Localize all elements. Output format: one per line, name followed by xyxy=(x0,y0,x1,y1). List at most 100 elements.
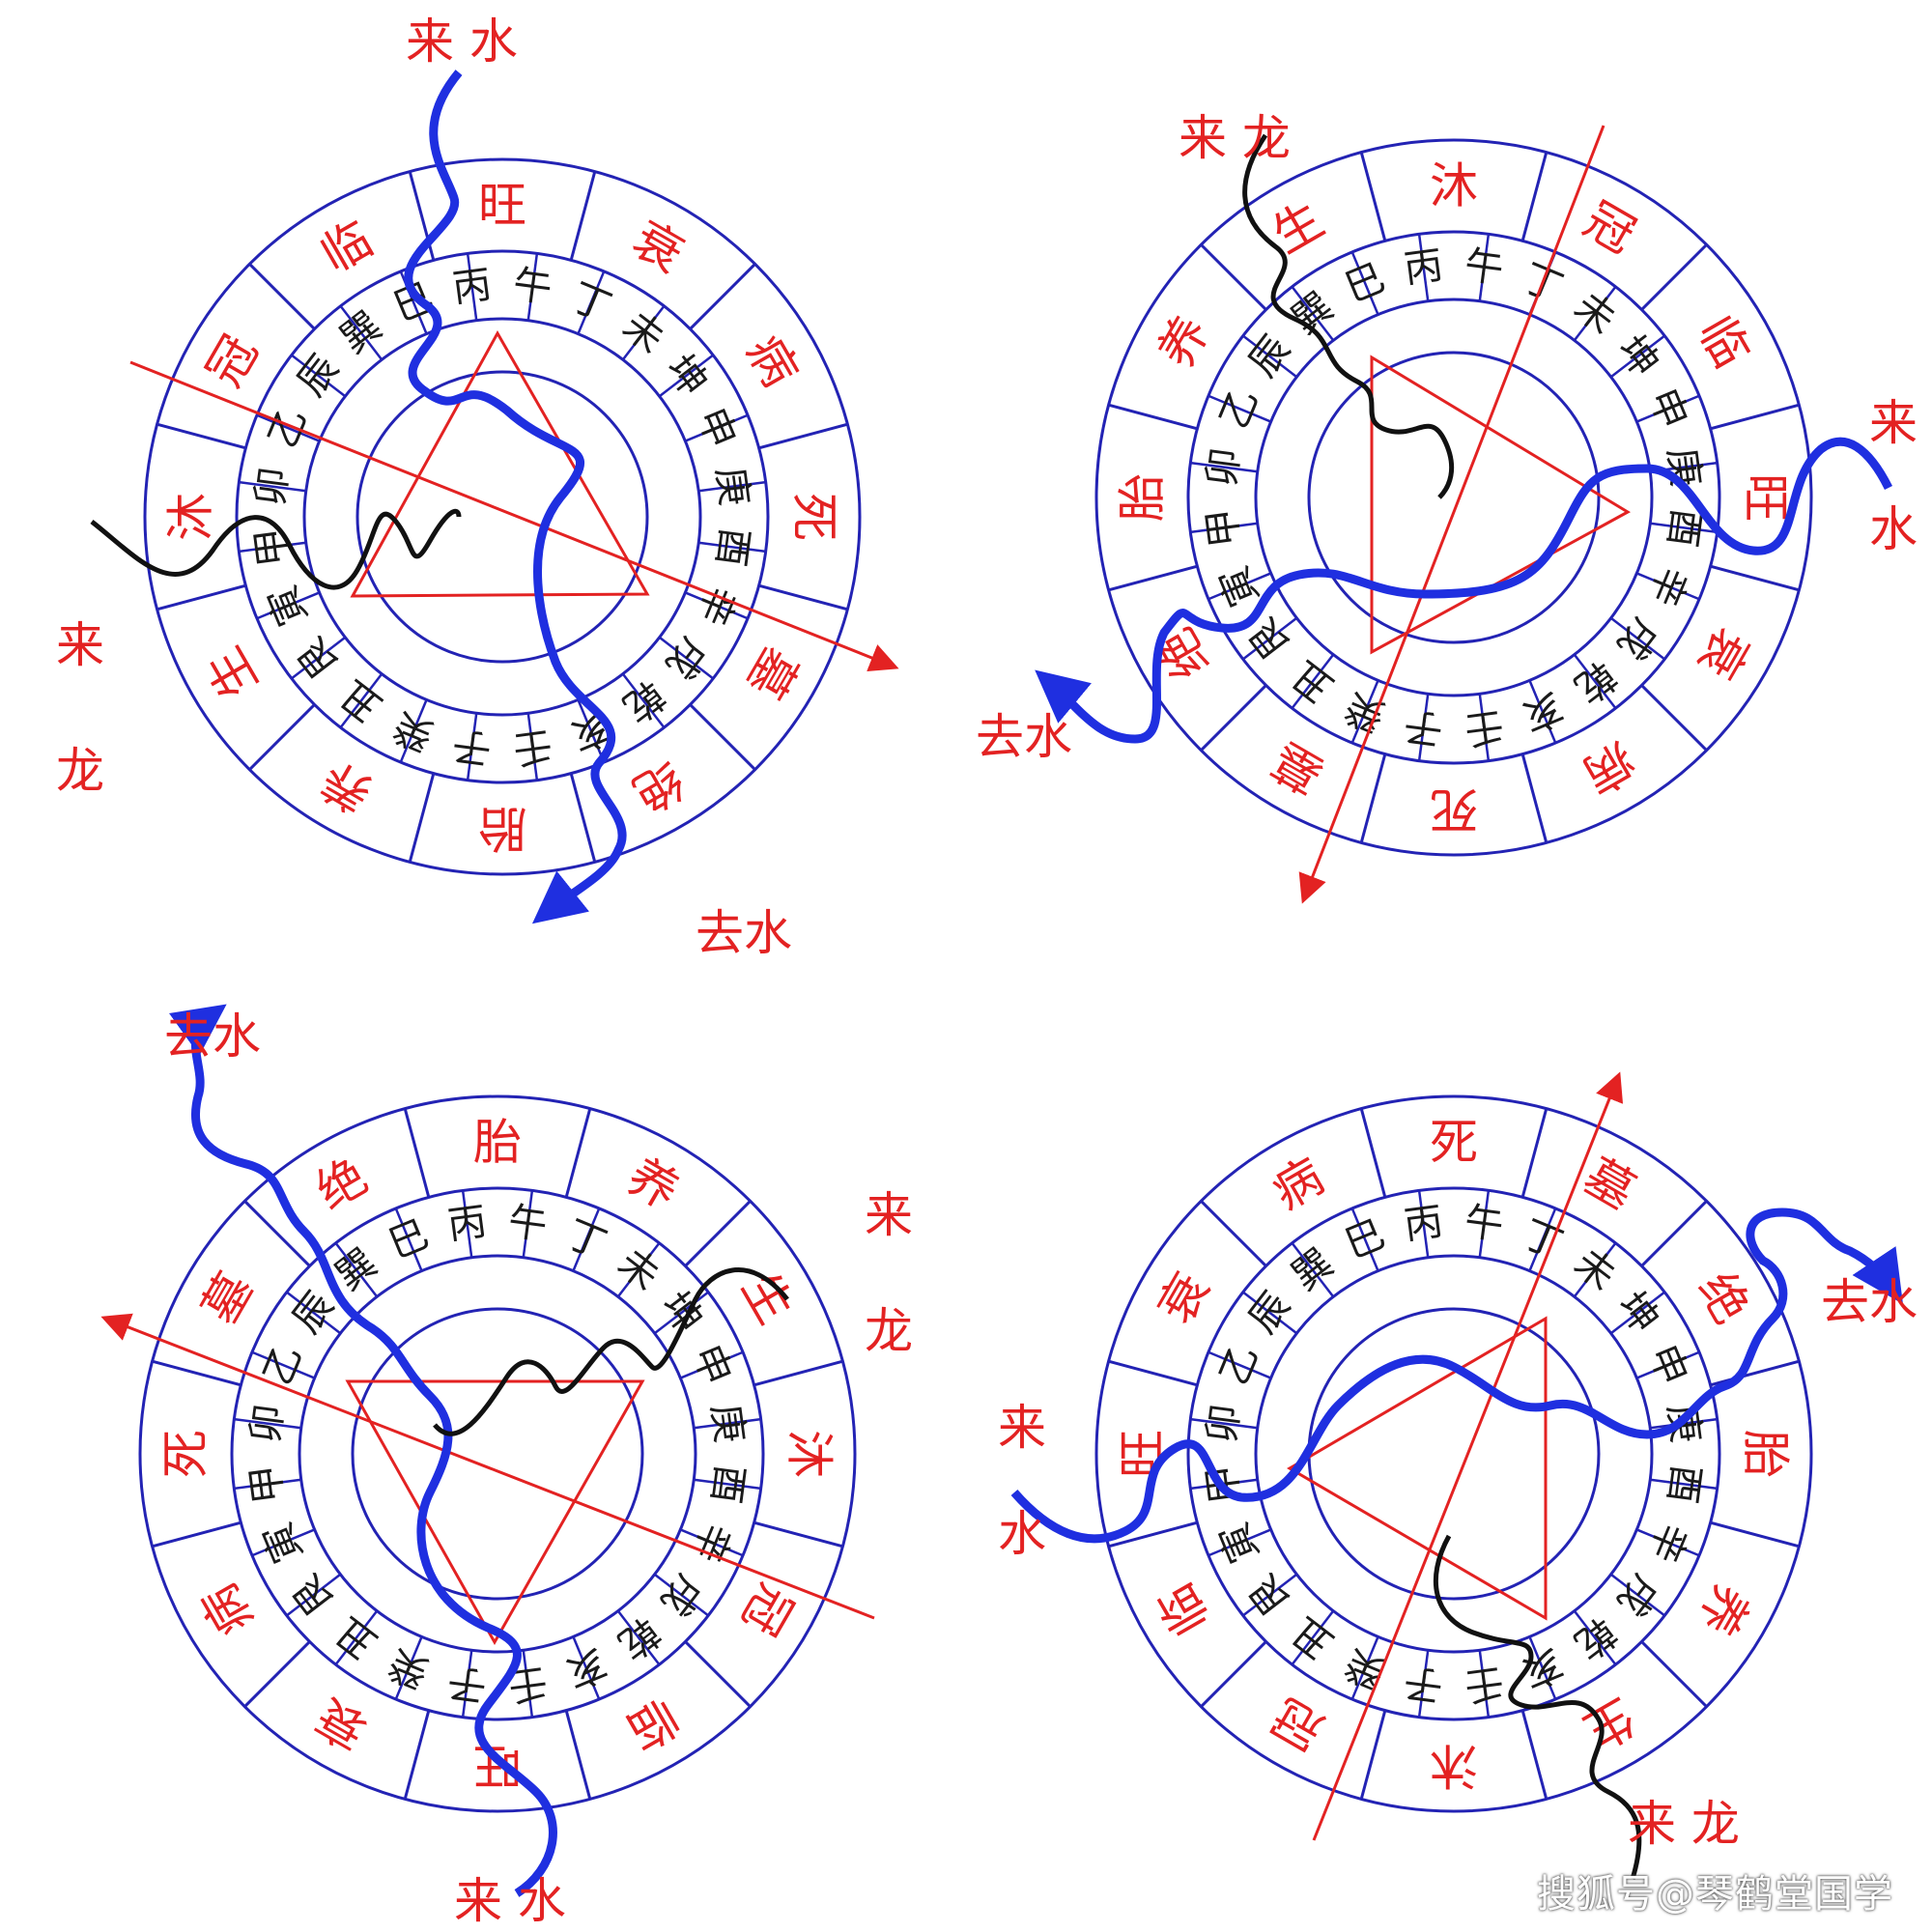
outer-ring-char: 养 xyxy=(618,1148,688,1220)
outer-divider xyxy=(1710,403,1800,431)
inner-divider xyxy=(239,480,306,493)
inner-ring-char: 午 xyxy=(510,263,554,312)
label-shui: 水 xyxy=(1869,501,1918,557)
inner-divider xyxy=(1528,1635,1557,1700)
inner-divider xyxy=(234,1417,301,1430)
inner-divider xyxy=(679,1528,744,1557)
outer-ring-char: 胎 xyxy=(1738,1430,1794,1478)
ring-circle xyxy=(1254,298,1654,697)
inner-divider xyxy=(694,1478,761,1491)
outer-divider xyxy=(1359,753,1387,843)
inner-ring-char: 甲 xyxy=(243,1462,293,1506)
outer-divider xyxy=(1200,243,1267,311)
inner-divider xyxy=(526,713,539,781)
inner-ring-char: 酉 xyxy=(1660,1462,1709,1506)
outer-ring-char: 临 xyxy=(618,1688,688,1760)
inner-divider xyxy=(684,413,749,442)
inner-ring-char: 寅 xyxy=(1211,1517,1267,1570)
inner-divider xyxy=(1242,1573,1298,1617)
ring-circle xyxy=(235,249,770,784)
inner-ring-char: 子 xyxy=(1402,703,1446,753)
ring-circle xyxy=(1094,1094,1813,1813)
inner-ring-char: 未 xyxy=(1566,1240,1624,1299)
inner-ring-char: 丁 xyxy=(565,274,618,330)
inner-divider xyxy=(394,1208,423,1272)
compass-rings xyxy=(1094,138,1813,857)
inner-ring-char: 乙 xyxy=(1211,383,1267,436)
inner-divider xyxy=(1573,286,1617,342)
outer-ring-char: 墓 xyxy=(191,1264,264,1333)
inner-divider xyxy=(1291,286,1335,342)
inner-ring-char: 子 xyxy=(445,1660,490,1709)
label-qushui: 去水 xyxy=(976,709,1072,765)
label-lai: 来 xyxy=(1869,395,1918,451)
outer-divider xyxy=(564,1108,592,1198)
inner-divider xyxy=(251,1528,316,1557)
outer-divider xyxy=(1359,1710,1387,1800)
inner-ring-char: 丑 xyxy=(332,671,390,730)
inner-divider xyxy=(1573,1242,1617,1298)
outer-divider xyxy=(1108,1520,1198,1548)
outer-divider xyxy=(152,1520,242,1548)
inner-divider xyxy=(286,1573,342,1617)
red-axis-arrow xyxy=(129,360,899,672)
outer-ring-char: 墓 xyxy=(1264,731,1333,804)
outer-ring-char: 病 xyxy=(1575,731,1644,804)
outer-divider xyxy=(684,1200,752,1267)
inner-divider xyxy=(1609,1291,1665,1335)
inner-ring-char: 申 xyxy=(689,402,745,455)
inner-ring-char: 戌 xyxy=(652,1566,711,1624)
ring-circle xyxy=(1254,1254,1654,1654)
inner-ring-char: 午 xyxy=(1462,243,1506,293)
inner-divider xyxy=(1291,1609,1335,1665)
inner-ring-char: 辰 xyxy=(1240,1284,1299,1342)
diagram-bottom-left: 胎养生沐冠临旺衰病死墓绝 丙午丁未坤申庚酉辛戌乾亥壬子癸丑艮寅甲卯乙辰巽巳 去水… xyxy=(100,1004,913,1929)
inner-ring-char: 子 xyxy=(1402,1660,1446,1709)
inner-divider xyxy=(461,1650,473,1718)
inner-divider xyxy=(621,305,666,361)
inner-ring-char: 未 xyxy=(1566,284,1624,343)
triangle xyxy=(1287,1316,1548,1621)
inner-divider xyxy=(653,1573,709,1617)
inner-divider xyxy=(1635,394,1700,423)
inner-divider xyxy=(334,1609,379,1665)
outer-ring-char: 冠 xyxy=(1264,1688,1333,1760)
inner-divider xyxy=(1650,1478,1718,1491)
outer-ring-char: 衰 xyxy=(307,1688,377,1760)
inner-ring-char: 戌 xyxy=(1608,610,1667,668)
inner-ring-char: 坤 xyxy=(1608,327,1667,385)
outer-ring-char: 衰 xyxy=(623,211,693,283)
inner-divider xyxy=(1208,1350,1272,1379)
outer-ring-char: 生 xyxy=(196,638,269,707)
inner-divider xyxy=(1208,572,1272,601)
inner-divider xyxy=(658,354,714,398)
outer-divider xyxy=(1200,1640,1267,1708)
inner-ring-char: 午 xyxy=(505,1200,550,1249)
inner-divider xyxy=(1350,251,1379,316)
inner-ring-char: 丑 xyxy=(327,1608,385,1667)
inner-divider xyxy=(694,1417,761,1430)
outer-divider xyxy=(403,1108,431,1198)
water-line xyxy=(1010,1208,1903,1544)
outer-ring-char: 胎 xyxy=(1115,473,1171,522)
dragon-line xyxy=(1433,1534,1642,1880)
outer-ring-char: 旺 xyxy=(1738,473,1794,522)
label-long: 龙 xyxy=(865,1303,913,1359)
triangle xyxy=(350,329,650,598)
inner-divider xyxy=(1417,1190,1430,1258)
inner-ring-char: 子 xyxy=(450,723,495,772)
outer-divider xyxy=(156,583,246,611)
outer-divider xyxy=(248,263,316,330)
inner-divider xyxy=(577,698,606,763)
inner-divider xyxy=(1573,1609,1617,1665)
inner-ring-char: 卯 xyxy=(243,1402,293,1446)
outer-divider xyxy=(1200,684,1267,752)
outer-divider xyxy=(753,1520,843,1548)
inner-divider xyxy=(1291,1242,1335,1298)
inner-divider xyxy=(1242,334,1298,379)
outer-ring-char: 生 xyxy=(731,1264,804,1333)
inner-divider xyxy=(522,1190,534,1258)
inner-ring-char: 申 xyxy=(1640,383,1696,436)
watermark: 搜狐号@琴鹤堂国学 xyxy=(1537,1872,1893,1917)
